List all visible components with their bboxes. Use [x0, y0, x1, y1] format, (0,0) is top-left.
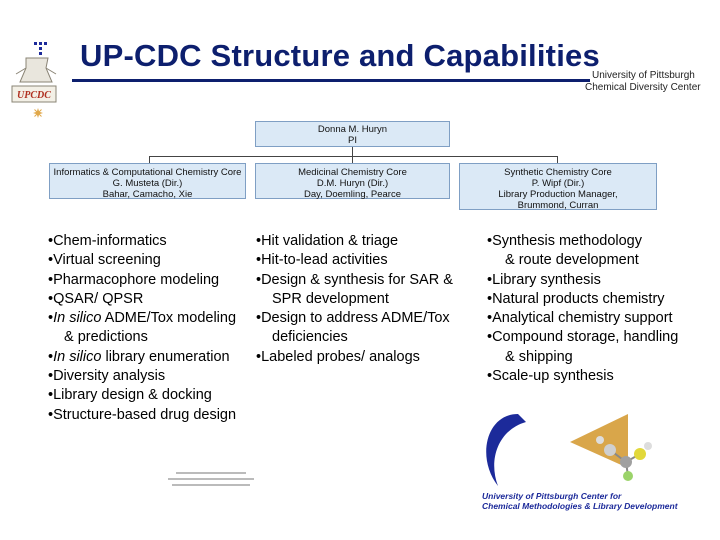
list-item: •In silico library enumeration — [48, 348, 230, 365]
pi-name: Donna M. Huryn — [317, 124, 388, 135]
list-item-continuation: & shipping — [505, 348, 573, 365]
molecule-icon — [596, 436, 652, 481]
org-box-synthetic-core: Synthetic Chemistry Core P. Wipf (Dir.) … — [459, 163, 657, 211]
flask-icon — [15, 57, 57, 83]
logo-dots-icon — [34, 42, 47, 55]
title-underline — [72, 79, 590, 82]
connector-line — [149, 156, 557, 157]
list-item: •Hit validation & triage — [256, 233, 399, 249]
list-item: •Labeled probes/ analogs — [256, 348, 420, 365]
org-box-pi: Donna M. Huryn PI — [255, 121, 450, 147]
core-director: G. Musteta (Dir.) — [112, 178, 183, 189]
list-item-continuation: SPR development — [272, 290, 389, 307]
list-item: •Diversity analysis — [48, 368, 166, 385]
center-logo-line-2: Chemical Methodologies & Library Develop… — [482, 500, 678, 511]
list-item: •Compound storage, handling — [487, 329, 679, 346]
core-director: D.M. Huryn (Dir.) — [316, 178, 389, 189]
core-title: Synthetic Chemistry Core — [504, 167, 612, 178]
crescent-icon — [486, 414, 526, 486]
page-title: UP-CDC Structure and Capabilities — [80, 38, 600, 73]
connector-line — [352, 156, 353, 163]
institution-line-2: Chemical Diversity Center — [585, 82, 701, 93]
logo-text: UPCDC — [17, 90, 51, 101]
list-item: •Hit-to-lead activities — [256, 252, 388, 269]
logo-star-icon — [33, 108, 43, 118]
connector-line — [149, 156, 150, 163]
list-item: •Structure-based drug design — [48, 406, 237, 423]
list-item: •Library design & docking — [48, 387, 212, 404]
institution-line-1: University of Pittsburgh — [592, 70, 695, 81]
list-item: •Design to address ADME/Tox — [256, 310, 450, 327]
core-members: Day, Doemling, Pearce — [304, 189, 401, 200]
list-item-continuation: & route development — [505, 252, 639, 269]
capabilities-left: •Chem-informatics •Virtual screening •Ph… — [48, 232, 236, 425]
center-logo-graphic — [486, 414, 652, 486]
list-item: •Analytical chemistry support — [487, 310, 673, 327]
pi-role: PI — [348, 135, 357, 146]
logo-banner-icon — [11, 85, 57, 103]
capabilities-middle: •Hit validation & triage •Hit-to-lead ac… — [256, 232, 453, 367]
list-item: •Natural products chemistry — [487, 290, 665, 307]
list-item: •QSAR/ QPSR — [48, 290, 144, 307]
core-members: Brummond, Curran — [517, 200, 599, 211]
list-item-continuation: & predictions — [64, 329, 148, 346]
connector-line — [557, 156, 558, 163]
core-members: Bahar, Camacho, Xie — [102, 189, 193, 200]
small-caption-graphic — [168, 472, 254, 486]
connector-line — [352, 147, 353, 157]
upcdc-logo: UPCDC — [11, 42, 57, 118]
list-item: •Pharmacophore modeling — [48, 271, 220, 288]
list-item: •Chem-informatics — [48, 233, 167, 249]
list-item: •Scale-up synthesis — [487, 368, 614, 385]
center-logo-line-1: University of Pittsburgh Center for — [482, 491, 622, 501]
list-item-continuation: deficiencies — [272, 329, 348, 346]
list-item: •Synthesis methodology — [487, 233, 642, 249]
list-item: •Library synthesis — [487, 271, 601, 288]
org-box-informatics-core: Informatics & Computational Chemistry Co… — [49, 163, 246, 200]
core-director: P. Wipf (Dir.) — [531, 178, 585, 189]
capabilities-right: •Synthesis methodology & route developme… — [487, 232, 678, 386]
org-box-medicinal-core: Medicinal Chemistry Core D.M. Huryn (Dir… — [255, 163, 450, 200]
list-item: •In silico ADME/Tox modeling — [48, 310, 237, 327]
core-manager: Library Production Manager, — [498, 189, 618, 200]
center-logo-text: University of Pittsburgh Center for Chem… — [482, 491, 678, 511]
core-title: Medicinal Chemistry Core — [298, 167, 407, 178]
list-item: •Design & synthesis for SAR & — [256, 271, 453, 288]
core-title: Informatics & Computational Chemistry Co… — [53, 167, 242, 178]
list-item: •Virtual screening — [48, 252, 161, 269]
